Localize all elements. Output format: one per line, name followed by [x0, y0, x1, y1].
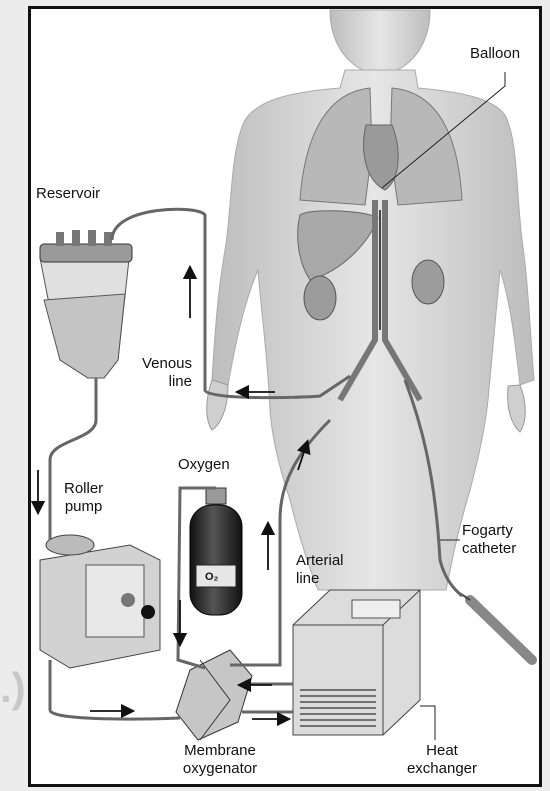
- arterial-line-label: Arterial line: [296, 552, 344, 588]
- venous-line-label: Venous line: [118, 355, 192, 391]
- heat-exchanger-label: Heat exchanger: [404, 742, 480, 778]
- reservoir-label: Reservoir: [36, 185, 100, 203]
- syringe: [455, 590, 532, 660]
- roller-pump: [40, 535, 160, 668]
- o2-tank-label: O₂: [205, 568, 218, 586]
- heat-exchanger: [293, 590, 420, 735]
- balloon-label: Balloon: [470, 45, 520, 63]
- membrane-oxygenator-label: Membrane oxygenator: [174, 742, 266, 778]
- oxygen-label: Oxygen: [178, 456, 230, 474]
- fogarty-catheter-label: Fogarty catheter: [462, 522, 516, 558]
- roller-pump-label: Roller pump: [64, 480, 103, 516]
- oxygen-tank: [190, 488, 242, 615]
